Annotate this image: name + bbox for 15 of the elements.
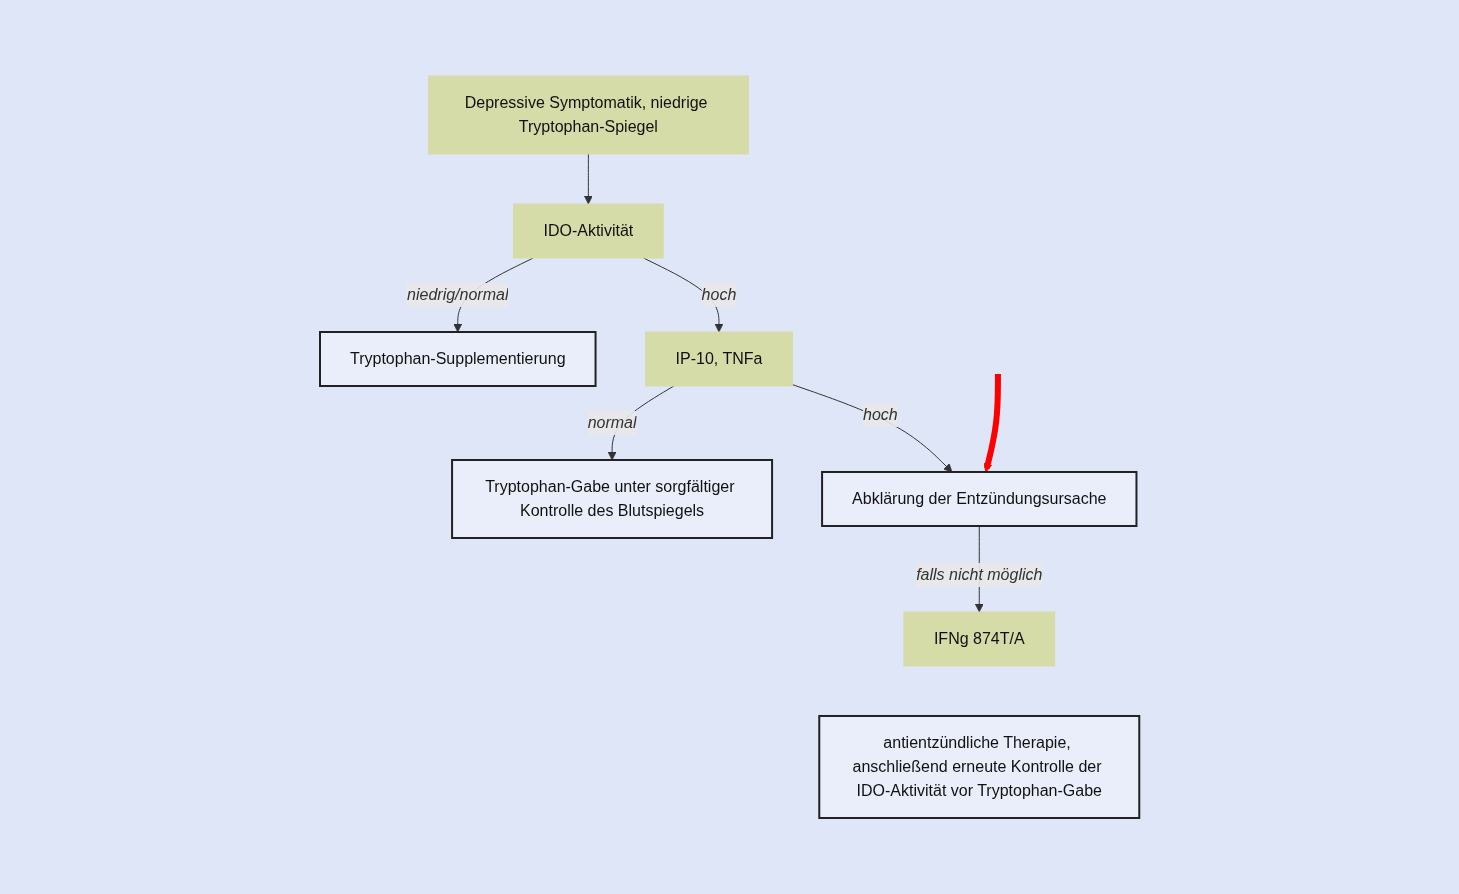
edge-label: hoch [701,286,737,303]
edge-label: normal [587,413,637,431]
node-box: Abklärung der Entzündungsursache [820,471,1138,527]
edge-label: falls nicht möglich [915,565,1043,583]
node-box: IP-10, TNFa [644,331,793,387]
edge-label: niedrig/normal [406,286,509,303]
node-box: IFNg 874T/A [903,611,1055,667]
edge-label: hoch [862,406,898,424]
node-box: IDO-Aktivität [512,203,664,259]
node-box: Depressive Symptomatik, niedrige Tryptophan-Spiegel [427,75,749,155]
node-box: antientzündliche Therapie, anschließend erneute Kontrolle der IDO-Aktivität vor Tryptophan-Gabe [818,715,1141,819]
arrow [791,384,953,473]
node-box: Tryptophan-Supplementierung [318,331,597,387]
arrow [583,153,593,205]
node-box: Tryptophan-Gabe unter sorgfältiger Kontrolle des Blutspiegels [450,459,773,539]
